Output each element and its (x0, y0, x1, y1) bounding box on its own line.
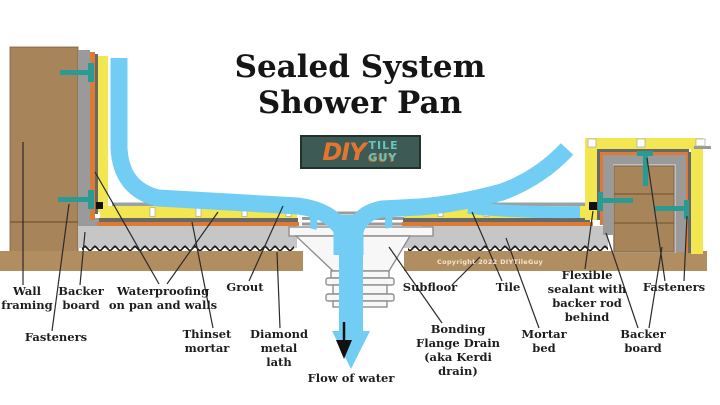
label-flexible-sealant: Flexible sealant with backer rod behind (547, 268, 627, 325)
diamond-metal-lath-shape (82, 245, 608, 253)
label-grout: Grout (226, 280, 264, 294)
label-subfloor: Subfloor (402, 280, 458, 294)
subfloor-shape (0, 251, 707, 271)
sealant-joint-marker (589, 202, 597, 210)
diy-tile-guy-logo: DIY TILE GUY (300, 135, 421, 169)
label-fasteners-left: Fasteners (24, 330, 88, 344)
label-fasteners-right: Fasteners (642, 280, 706, 294)
mortar-bed-shape (78, 226, 608, 248)
sealant-joint-marker (96, 202, 103, 209)
label-backer-board-left: Backer board (58, 284, 104, 313)
fastener-icon (60, 63, 94, 82)
flow-arrow-icon (336, 322, 352, 359)
logo-guy-line: GUY (368, 151, 398, 164)
logo-diy-text: DIY (322, 138, 366, 166)
copyright-watermark: Copyright 2022 DIYTileGuy (437, 258, 544, 266)
leader-lines (22, 142, 688, 332)
curb-membrane-ticks (587, 138, 711, 149)
fastener-icon (598, 192, 633, 211)
label-thinset-mortar: Thinset mortar (182, 327, 232, 356)
label-diamond-metal-lath: Diamond metal lath (249, 327, 309, 370)
label-backer-board-right: Backer board (620, 327, 666, 356)
fastener-icon (637, 151, 653, 186)
label-waterproofing: Waterproofing on pan and walls (108, 284, 218, 313)
wall-framing-shape (9, 46, 79, 253)
fastener-icon (654, 200, 689, 219)
label-bonding-flange-drain: Bonding Flange Drain (aka Kerdi drain) (416, 322, 500, 379)
logo-tile-line: TILE (368, 139, 399, 153)
page-title: Sealed System Shower Pan (234, 49, 486, 121)
label-tile: Tile (495, 280, 521, 294)
water-flow-arrow (110, 58, 581, 369)
label-flow-of-water: Flow of water (307, 371, 395, 385)
logo-tile-guy-text: TILE GUY (369, 140, 399, 163)
fastener-icon (58, 190, 94, 209)
label-mortar-bed: Mortar bed (521, 327, 567, 356)
label-wall-framing: Wall framing (1, 284, 53, 313)
